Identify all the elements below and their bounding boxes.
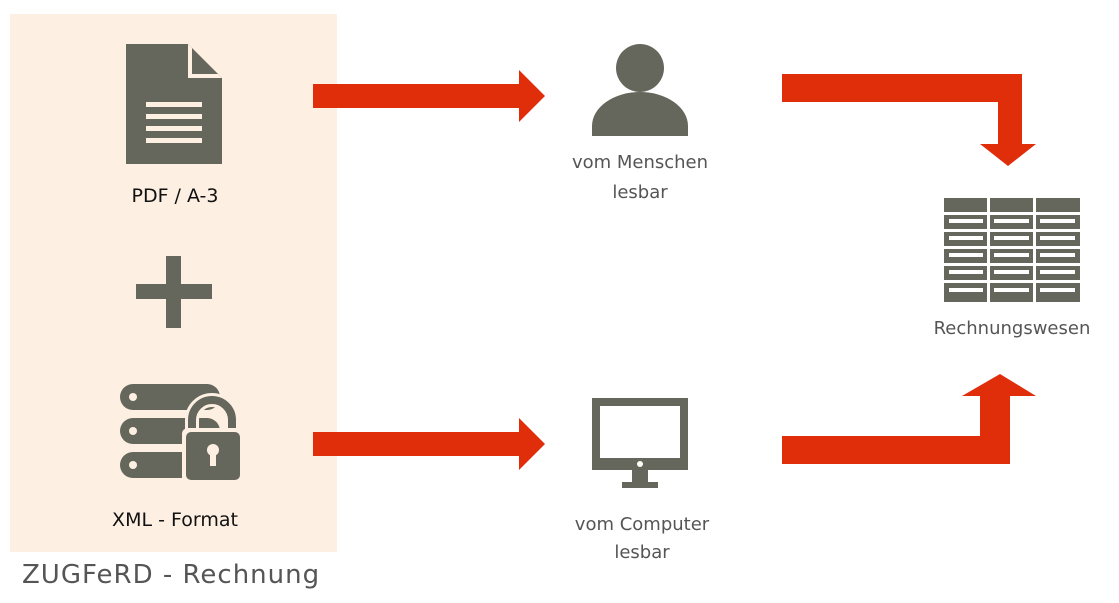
arrow-pdf-to-human <box>313 70 545 122</box>
arrow-computer-to-accounting <box>782 374 1036 464</box>
document-icon <box>126 44 222 164</box>
monitor-icon <box>592 398 688 488</box>
person-icon <box>592 44 688 136</box>
human-readable-line1: vom Menschen <box>571 152 709 173</box>
computer-readable-line1: vom Computer <box>574 514 710 535</box>
plus-icon <box>136 256 212 328</box>
diagram-title: ZUGFeRD - Rechnung <box>22 560 321 590</box>
arrow-xml-to-computer <box>313 418 545 470</box>
human-readable-line2: lesbar <box>612 182 668 203</box>
database-lock-icon <box>120 384 244 484</box>
computer-readable-line2: lesbar <box>614 542 670 563</box>
xml-label: XML - Format <box>112 509 238 531</box>
pdf-label: PDF / A-3 <box>131 185 219 207</box>
arrow-human-to-accounting <box>782 74 1036 166</box>
table-icon <box>944 198 1080 302</box>
accounting-label: Rechnungswesen <box>933 318 1091 339</box>
